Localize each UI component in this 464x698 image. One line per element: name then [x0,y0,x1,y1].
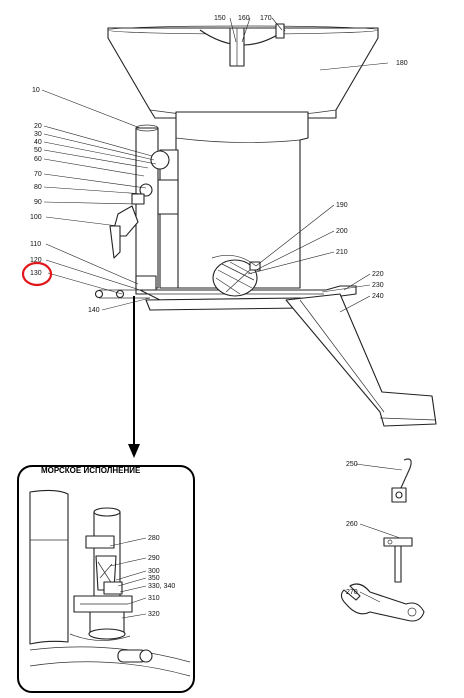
callout-260: 260 [346,521,358,528]
discharge-chute [285,293,437,427]
callout-50: 50 [34,147,42,154]
callout-290: 290 [148,555,160,562]
callout-leaders [41,17,389,313]
callout-270: 270 [346,589,358,596]
callout-180: 180 [396,60,408,67]
accessory-250-spring-tool: 250 [346,458,412,503]
callout-130: 130 [30,270,42,277]
callout-280: 280 [148,535,160,542]
callout-80: 80 [34,184,42,191]
callout-170: 170 [260,15,272,22]
callout-330-340: 330, 340 [148,583,175,590]
grinding-basket [211,255,261,297]
grinder-body [94,111,309,299]
callout-300: 300 [148,568,160,575]
callout-140: 140 [88,307,100,314]
callout-240: 240 [372,293,384,300]
callout-150: 150 [214,15,226,22]
callout-70: 70 [34,171,42,178]
callout-230: 230 [372,282,384,289]
callout-100: 100 [30,214,42,221]
callout-320: 320 [148,611,160,618]
callout-310: 310 [148,595,160,602]
highlight-circle [21,261,53,287]
callout-30: 30 [34,131,42,138]
callout-20: 20 [34,123,42,130]
hopper-bowl [107,23,379,119]
detail-arrow [128,296,140,458]
callout-120: 120 [30,257,42,264]
marine-version-inset: МОРСКОЕ ИСПОЛНЕНИЕ 280 290 300 350 330, … [17,465,195,693]
inset-title: МОРСКОЕ ИСПОЛНЕНИЕ [41,466,141,475]
callout-110: 110 [30,241,41,248]
base-tray [139,285,357,311]
callout-200: 200 [336,228,348,235]
callout-60: 60 [34,156,42,163]
callout-160: 160 [238,15,250,22]
callout-10: 10 [32,87,40,94]
callout-90: 90 [34,199,42,206]
callout-210: 210 [336,249,348,256]
callout-250: 250 [346,461,358,468]
callout-350: 350 [148,575,160,582]
callout-190: 190 [336,202,348,209]
accessory-260-key: 260 [346,521,413,583]
callout-220: 220 [372,271,384,278]
callout-40: 40 [34,139,42,146]
accessory-270-wrench: 270 [340,583,425,622]
